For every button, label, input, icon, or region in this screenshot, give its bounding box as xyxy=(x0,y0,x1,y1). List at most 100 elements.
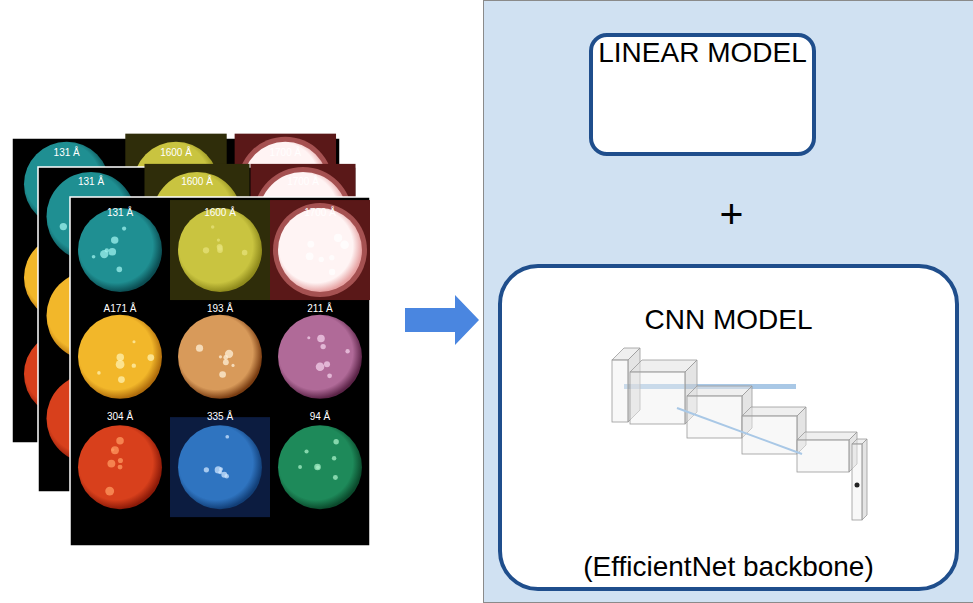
active-region xyxy=(116,360,125,369)
active-region xyxy=(116,437,123,444)
active-region xyxy=(314,464,321,471)
model-box: LINEAR MODEL xyxy=(589,33,816,156)
active-region xyxy=(223,359,229,365)
active-region xyxy=(60,223,67,230)
active-region xyxy=(219,371,226,378)
active-region xyxy=(307,241,314,248)
wavelength-label: 1600 Å xyxy=(181,176,213,187)
active-region xyxy=(105,248,109,252)
box-title: CNN MODEL xyxy=(502,304,955,336)
active-region xyxy=(111,236,118,243)
active-region xyxy=(117,353,124,360)
solar-image-panel xyxy=(70,197,370,546)
active-region xyxy=(122,227,126,231)
active-region xyxy=(92,255,96,259)
model-panel: + LINEAR MODEL CNN MODEL (EfficientNet back… xyxy=(483,0,973,603)
active-region xyxy=(329,255,334,260)
active-region xyxy=(117,267,123,273)
model-box: CNN MODEL (EfficientNet backbone) xyxy=(498,264,959,591)
output-dot xyxy=(855,483,860,488)
wavelength-label: 131 Å xyxy=(78,176,104,187)
image-background xyxy=(170,417,270,517)
wavelength-label: 1600 Å xyxy=(160,147,192,158)
wavelength-label: 304 Å xyxy=(107,411,133,422)
layer-block xyxy=(797,432,857,472)
active-region xyxy=(107,460,115,468)
image-background xyxy=(170,200,270,300)
sun-disk xyxy=(178,315,262,399)
wavelength-label: 193 Å xyxy=(207,303,233,314)
image-background xyxy=(270,200,370,300)
active-region xyxy=(320,344,325,349)
box-title: + xyxy=(484,191,973,238)
active-region xyxy=(231,364,234,367)
layer-block xyxy=(852,439,867,520)
active-region xyxy=(217,247,223,253)
active-region xyxy=(204,467,209,472)
active-region xyxy=(242,250,248,256)
active-region xyxy=(306,252,314,260)
active-region xyxy=(298,465,302,469)
active-region xyxy=(316,465,320,469)
layer-block xyxy=(742,407,806,454)
active-region xyxy=(111,448,114,451)
active-region xyxy=(108,248,116,256)
active-region xyxy=(211,225,215,229)
active-region xyxy=(118,376,125,383)
active-region xyxy=(196,345,203,352)
wavelength-label: 1700 Å xyxy=(269,147,301,158)
active-region xyxy=(147,354,154,361)
active-region xyxy=(333,475,338,480)
active-region xyxy=(319,257,324,262)
active-region xyxy=(316,362,325,371)
active-region xyxy=(333,439,338,444)
sun-disk xyxy=(278,208,362,292)
active-region xyxy=(225,435,229,439)
active-region xyxy=(219,467,223,471)
active-region xyxy=(118,465,123,470)
active-region xyxy=(327,373,332,378)
sun-disk xyxy=(78,425,162,509)
wavelength-label: 211 Å xyxy=(307,303,332,314)
active-region xyxy=(317,335,325,343)
sun-disk xyxy=(278,425,362,509)
sun-disk xyxy=(178,425,262,509)
active-region xyxy=(219,355,222,358)
active-region xyxy=(304,449,308,453)
active-region xyxy=(97,371,101,375)
active-region xyxy=(307,336,310,339)
active-region xyxy=(332,456,336,460)
wavelength-label: 94 Å xyxy=(310,411,331,422)
active-region xyxy=(334,234,342,242)
wavelength-label: 131 Å xyxy=(107,207,133,218)
wavelength-label: 335 Å xyxy=(207,411,233,422)
active-region xyxy=(105,487,114,496)
sun-disk xyxy=(178,208,262,292)
sun-disk xyxy=(278,315,362,399)
active-region xyxy=(345,349,349,353)
box-subtitle: (EfficientNet backbone) xyxy=(502,551,955,583)
active-region xyxy=(340,240,349,249)
sun-disk xyxy=(78,315,162,399)
wavelength-label: 1600 Å xyxy=(204,207,236,218)
active-region xyxy=(324,361,330,367)
active-region xyxy=(203,247,209,253)
active-region xyxy=(132,363,136,367)
wavelength-label: 1700 Å xyxy=(287,176,319,187)
active-region xyxy=(221,472,227,478)
wavelength-label: 131 Å xyxy=(54,147,80,158)
sun-disk xyxy=(78,208,162,292)
active-region xyxy=(329,269,335,275)
feature-path xyxy=(677,408,802,454)
active-region xyxy=(225,350,233,358)
panel-frame xyxy=(70,197,370,546)
flow-arrow xyxy=(405,295,479,345)
sun-glow xyxy=(273,203,367,297)
active-region xyxy=(118,458,123,463)
active-region xyxy=(217,239,220,242)
box-title: LINEAR MODEL xyxy=(593,37,812,69)
wavelength-label: 1700 Å xyxy=(304,207,336,218)
active-region xyxy=(111,446,119,454)
wavelength-label: A171 Å xyxy=(104,303,137,314)
active-region xyxy=(132,340,135,343)
